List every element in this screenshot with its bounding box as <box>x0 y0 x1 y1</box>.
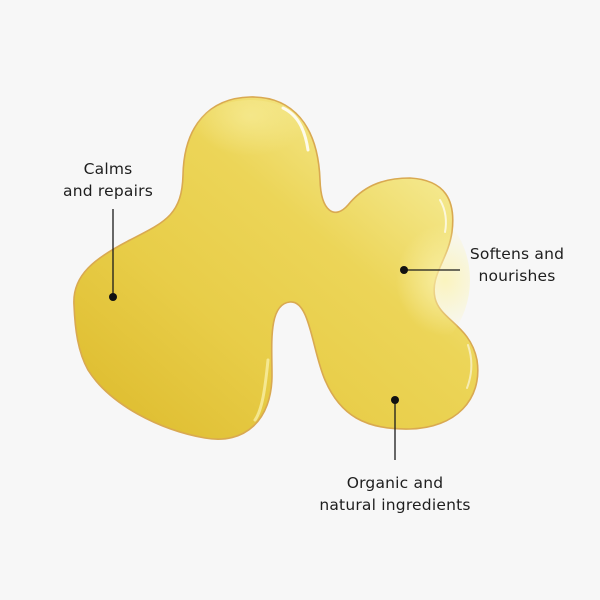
gloss-streak-lower-right <box>466 344 473 389</box>
callout-label-calms-and-repairs: Calms and repairs <box>38 158 178 202</box>
callout-label-line: nourishes <box>478 267 556 285</box>
gloss-streak-inner <box>253 358 270 422</box>
callout-dot-icon <box>391 396 399 404</box>
gloss-streak-right <box>439 199 447 233</box>
callout-label-softens-and-nourishes: Softens and nourishes <box>452 243 582 287</box>
callout-calms-pointer <box>109 209 117 301</box>
gloss-streak-top <box>281 106 310 152</box>
callout-organic-pointer <box>391 396 399 460</box>
callout-softens-pointer <box>400 266 460 274</box>
callout-dot-icon <box>400 266 408 274</box>
callout-dot-icon <box>109 293 117 301</box>
callout-label-organic-natural-ingredients: Organic and natural ingredients <box>305 472 485 516</box>
callout-label-line: natural ingredients <box>319 496 471 514</box>
callout-label-line: Softens and <box>469 245 565 263</box>
blob-highlight <box>330 200 470 360</box>
callout-label-line: Calms <box>83 160 133 178</box>
blob-highlight-top <box>190 100 310 180</box>
callout-label-line: and repairs <box>63 182 153 200</box>
callout-label-line: Organic and <box>346 474 444 492</box>
